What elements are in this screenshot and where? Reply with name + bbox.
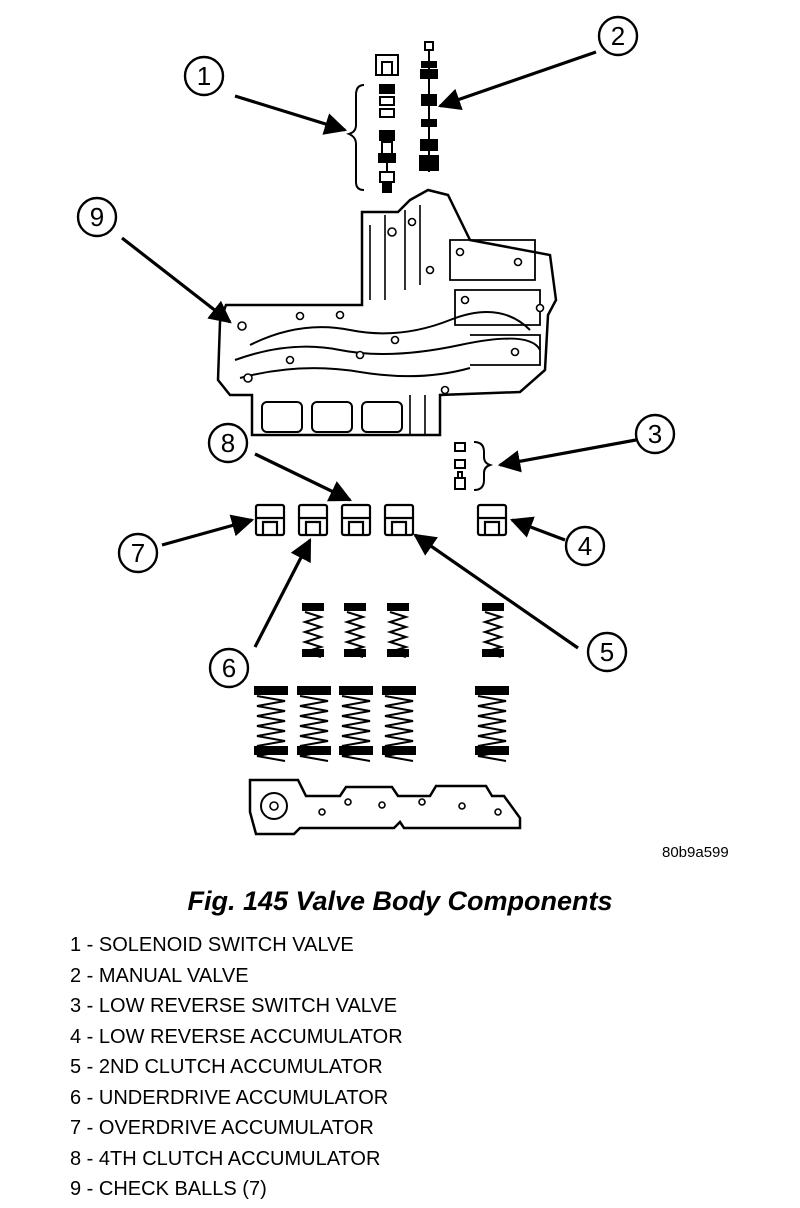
- callout-circle-6: [208, 647, 250, 689]
- inner-springs: [301, 603, 505, 658]
- callout-number-2: 2: [611, 21, 625, 51]
- exploded-view-drawing: 1 2 3 4 5 6 7 8 9: [76, 15, 676, 836]
- spring-inner-1: [301, 603, 325, 658]
- callout-circle-4: [564, 525, 606, 567]
- piston-6: [297, 503, 329, 537]
- spring-outer-2: [297, 686, 331, 762]
- cover-gasket: [248, 778, 522, 836]
- low-reverse-switch-valve-part: [454, 441, 494, 491]
- spring-outer-5: [475, 686, 509, 762]
- piston-4: [476, 503, 508, 537]
- legend-item: 2 - MANUAL VALVE: [70, 964, 249, 987]
- valve-body: [216, 188, 558, 437]
- spring-outer-4: [382, 686, 416, 762]
- piston-7: [254, 503, 286, 537]
- figure-caption: Fig. 145 Valve Body Components: [187, 886, 613, 916]
- callout-circles: [76, 15, 676, 689]
- legend-item: 4 - LOW REVERSE ACCUMULATOR: [70, 1025, 403, 1048]
- callout-circle-8: [207, 422, 249, 464]
- legend-item: 8 - 4TH CLUTCH ACCUMULATOR: [70, 1147, 381, 1170]
- component-legend: 1 - SOLENOID SWITCH VALVE 2 - MANUAL VAL…: [70, 930, 403, 1205]
- leader-arrows: [121, 50, 637, 650]
- outer-springs: [254, 686, 509, 762]
- callout-number-8: 8: [221, 428, 235, 458]
- legend-item: 5 - 2ND CLUTCH ACCUMULATOR: [70, 1056, 383, 1078]
- callout-circle-7: [117, 532, 159, 574]
- figure-code: 80b9a599: [662, 844, 729, 861]
- legend-item: 3 - LOW REVERSE SWITCH VALVE: [70, 995, 398, 1017]
- legend-item: 1 - SOLENOID SWITCH VALVE: [70, 934, 354, 956]
- callout-circle-3: [634, 413, 676, 455]
- piston-8: [340, 503, 372, 537]
- callout-number-1: 1: [197, 61, 211, 91]
- callout-number-3: 3: [648, 419, 662, 449]
- callout-number-7: 7: [131, 538, 145, 568]
- valve-body-illustration: 1 2 3 4 5 6 7 8 9: [76, 15, 676, 836]
- legend-item: 6 - UNDERDRIVE ACCUMULATOR: [70, 1086, 389, 1109]
- accumulator-pistons: [254, 503, 508, 537]
- piston-5: [383, 503, 415, 537]
- manual-valve-part: [419, 41, 439, 172]
- callout-number-5: 5: [600, 637, 614, 667]
- callout-circle-5: [586, 631, 628, 673]
- callout-number-6: 6: [222, 653, 236, 683]
- callout-number-9: 9: [90, 202, 104, 232]
- legend-item: 7 - OVERDRIVE ACCUMULATOR: [70, 1117, 374, 1139]
- callout-circle-9: [76, 196, 118, 238]
- solenoid-switch-valve-parts: [346, 54, 399, 193]
- legend-item: 9 - CHECK BALLS (7): [70, 1178, 267, 1200]
- spring-inner-4: [481, 603, 505, 658]
- callout-numbers: 1 2 3 4 5 6 7 8 9: [90, 21, 662, 683]
- spring-outer-1: [254, 686, 288, 762]
- spring-inner-3: [386, 603, 410, 658]
- spring-inner-2: [343, 603, 367, 658]
- callout-number-4: 4: [578, 531, 592, 561]
- callout-circle-1: [183, 55, 225, 97]
- callout-circle-2: [597, 15, 639, 57]
- spring-outer-3: [339, 686, 373, 762]
